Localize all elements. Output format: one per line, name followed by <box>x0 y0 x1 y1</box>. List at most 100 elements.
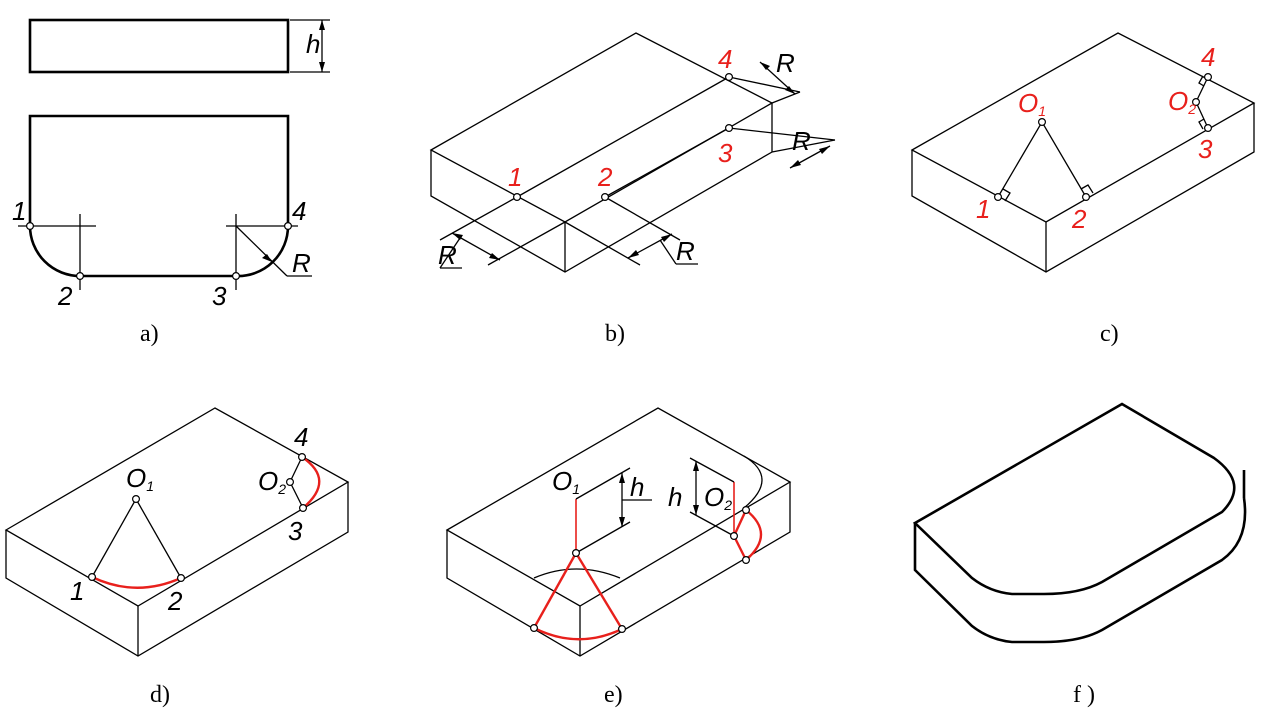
label-4-b: 4 <box>718 44 732 74</box>
perp-3-O2 <box>1195 101 1209 129</box>
ext-line-1 <box>439 196 518 241</box>
ext-line-f <box>771 139 836 153</box>
center-O1-low <box>571 548 580 557</box>
label-1-d: 1 <box>70 576 84 606</box>
label-h-e2: h <box>668 482 682 512</box>
h-ext-O2-low <box>689 511 735 537</box>
radius-O1-left <box>532 552 578 629</box>
point-low-4 <box>741 506 750 515</box>
panel-e: h h O1 O2 e) <box>445 407 792 708</box>
panel-c: O1 O2 1 2 3 4 c) <box>910 32 1256 347</box>
center-O2-low <box>729 531 738 540</box>
h-arrow-bottom <box>319 62 325 72</box>
dim-arrow-r-1 <box>790 160 801 168</box>
ext-line-3 <box>728 127 836 141</box>
panel-d: O1 O2 1 2 3 4 d) <box>4 407 350 708</box>
perp-4-O2 <box>1195 76 1209 103</box>
label-2-d: 2 <box>167 586 183 616</box>
top-view-rect <box>28 18 290 74</box>
dim-arrow-t-1 <box>760 62 770 70</box>
panel-f: f ) <box>912 402 1247 708</box>
dim-arrow-left-2 <box>489 253 500 260</box>
radius-O1-2 <box>135 498 182 579</box>
top-arc-e <box>533 568 621 579</box>
radius-O2-down <box>732 535 748 561</box>
point-4-d <box>298 453 307 462</box>
point-2 <box>75 272 84 281</box>
label-1-b: 1 <box>508 162 522 192</box>
point-1-c <box>993 193 1002 202</box>
point-4 <box>284 222 293 231</box>
right-angle-4 <box>1198 75 1205 87</box>
panel-a: h R 1 2 3 4 a) <box>12 18 330 347</box>
radius-O2-up <box>732 509 748 537</box>
label-4-a: 4 <box>292 196 306 226</box>
point-3 <box>232 272 241 281</box>
arc-bottom-O1 <box>533 626 623 641</box>
solid-top-outline <box>912 402 1236 596</box>
label-R-b4: R <box>792 126 811 156</box>
label-h: h <box>306 29 320 59</box>
label-R-a: R <box>292 248 311 278</box>
h-arrow-top <box>319 20 325 30</box>
point-2-c <box>1081 193 1090 202</box>
label-R-b3: R <box>776 48 795 78</box>
label-h-e1: h <box>630 472 644 502</box>
ext-line-c <box>487 221 566 266</box>
label-O1-d: O1 <box>126 463 154 494</box>
caption-c: c) <box>1100 321 1119 347</box>
arc-1-2 <box>91 575 182 589</box>
label-2-c: 2 <box>1071 204 1087 234</box>
point-1-b <box>512 193 521 202</box>
radius-O1-right <box>574 552 624 630</box>
label-3-c: 3 <box>1198 134 1213 164</box>
caption-b: b) <box>605 321 625 347</box>
radius-O2-4 <box>289 456 303 483</box>
caption-a: a) <box>140 321 159 347</box>
point-2-d <box>177 573 186 582</box>
h-arrow-O2-top <box>693 461 699 471</box>
front-view-outline <box>28 114 290 278</box>
ext-line-d <box>564 221 641 266</box>
top-arc-e-2 <box>743 455 763 509</box>
label-4-c: 4 <box>1201 42 1215 72</box>
center-O1-d <box>132 495 141 504</box>
perp-2-O1 <box>1041 121 1087 198</box>
arc-bottom-O2 <box>745 509 763 561</box>
right-angle-2 <box>1080 184 1094 194</box>
leader-R-left <box>439 237 461 269</box>
ext-line-2 <box>604 196 681 241</box>
label-R-b2: R <box>676 236 695 266</box>
h-arrow-O1-top <box>619 473 625 483</box>
offset-line-23 <box>604 127 730 198</box>
point-2-b <box>600 193 609 202</box>
caption-f: f ) <box>1073 682 1095 708</box>
perp-1-O1 <box>997 121 1043 198</box>
h-ext-O1-high <box>575 467 631 500</box>
right-angle-1 <box>1002 188 1011 202</box>
point-low-2 <box>617 624 626 633</box>
radius-arrow <box>262 254 272 262</box>
ext-line-e <box>771 91 801 104</box>
label-2-b: 2 <box>597 162 613 192</box>
label-R-b1: R <box>438 240 457 270</box>
center-O1-c <box>1037 117 1046 126</box>
label-O1-e: O1 <box>552 466 580 497</box>
point-3-c <box>1203 123 1212 132</box>
box-sides-d <box>5 482 349 657</box>
label-O2-c: O2 <box>1168 86 1196 117</box>
center-O2-c <box>1191 97 1200 106</box>
label-3-a: 3 <box>212 281 227 311</box>
label-O1-c: O1 <box>1018 88 1046 119</box>
dim-arrow-b-2 <box>661 234 672 242</box>
label-O2-d: O2 <box>258 466 286 497</box>
dim-arrow-b-1 <box>628 250 639 258</box>
h-ext-O1-low <box>575 521 631 554</box>
label-O2-e: O2 <box>704 482 732 513</box>
offset-line-14 <box>516 76 730 198</box>
label-2-a: 2 <box>57 281 73 311</box>
point-low-3 <box>741 555 750 564</box>
box-top-e <box>445 407 792 607</box>
point-3-d <box>299 504 308 513</box>
